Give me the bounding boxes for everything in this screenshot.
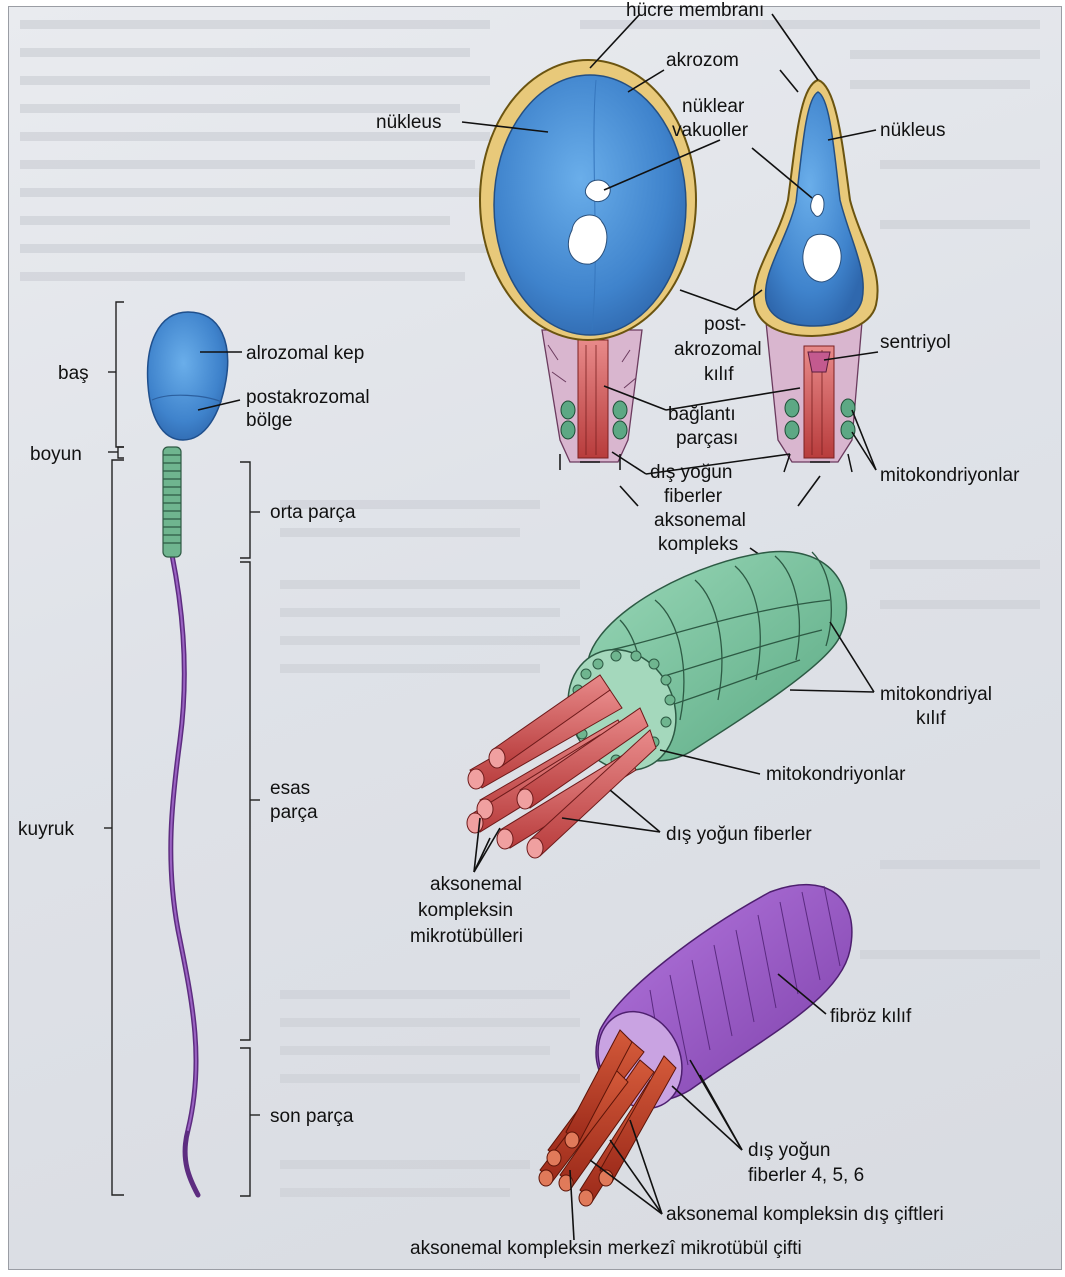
vacuoles-label-1: nüklear bbox=[682, 96, 745, 117]
front-vacuole-small bbox=[585, 180, 610, 202]
side-vacuole-large bbox=[803, 234, 841, 282]
central-pair-label: aksonemal kompleksin merkezî mikrotübül … bbox=[410, 1238, 802, 1259]
front-nucleus bbox=[494, 75, 686, 335]
postacro-sheath-label-1: post- bbox=[704, 314, 746, 335]
tail-label: kuyruk bbox=[18, 819, 74, 840]
neck-label: boyun bbox=[30, 444, 82, 465]
head-mitochondria-label: mitokondriyonlar bbox=[880, 465, 1020, 486]
head-label: baş bbox=[58, 363, 89, 384]
left-brackets bbox=[104, 302, 124, 1195]
centriole-label: sentriyol bbox=[880, 332, 951, 353]
postacrosomal-label-1: postakrozomal bbox=[246, 387, 370, 408]
connecting-piece-label-2: parçası bbox=[676, 428, 738, 449]
fibrous-sheath-label: fibröz kılıf bbox=[830, 1006, 912, 1027]
midpiece-outer-dense-label: dış yoğun fiberler bbox=[666, 824, 812, 845]
end-piece-label: son parça bbox=[270, 1106, 354, 1127]
connecting-piece-label-1: bağlantı bbox=[668, 404, 736, 425]
postacro-sheath-label-2: akrozomal bbox=[674, 339, 762, 360]
acrosome-label: akrozom bbox=[666, 50, 739, 71]
head-axonemal-label-2: kompleks bbox=[658, 534, 738, 555]
right-brackets bbox=[240, 462, 260, 1196]
principal-outer-dense-label-2: fiberler 4, 5, 6 bbox=[748, 1165, 864, 1186]
mito-sheath-label-2: kılıf bbox=[916, 708, 946, 729]
nucleus-left-label: nükleus bbox=[376, 112, 442, 133]
acrosomal-cap-label: alrozomal kep bbox=[246, 343, 364, 364]
midpiece-mitochondria-label: mitokondriyonlar bbox=[766, 764, 906, 785]
vacuoles-label-2: vakuoller bbox=[672, 120, 749, 141]
postacrosomal-label-2: bölge bbox=[246, 410, 293, 431]
principal-outer-dense-label-1: dış yoğun bbox=[748, 1140, 830, 1161]
principal-piece-label-1: esas bbox=[270, 778, 310, 799]
head-outer-dense-label-1: dış yoğun bbox=[650, 462, 732, 483]
outer-doublets-label: aksonemal kompleksin dış çiftleri bbox=[666, 1204, 944, 1225]
middle-piece-section bbox=[467, 552, 847, 858]
microtubules-label-2: kompleksin bbox=[418, 900, 513, 921]
centriole bbox=[808, 352, 830, 372]
principal-piece-label-2: parça bbox=[270, 802, 318, 823]
side-vacuole-small bbox=[811, 194, 824, 216]
postacro-sheath-label-3: kılıf bbox=[704, 364, 734, 385]
cell-membrane-label: hücre membranı bbox=[626, 0, 764, 21]
head-side-view bbox=[754, 80, 878, 472]
nucleus-right-label: nükleus bbox=[880, 120, 946, 141]
microtubules-label-1: aksonemal bbox=[430, 874, 522, 895]
head-axonemal-label-1: aksonemal bbox=[654, 510, 746, 531]
whole-sperm bbox=[148, 312, 228, 1195]
mito-sheath-label-1: mitokondriyal bbox=[880, 684, 992, 705]
microtubules-label-3: mikrotübülleri bbox=[410, 926, 523, 947]
middle-piece-label: orta parça bbox=[270, 502, 356, 523]
head-outer-dense-label-2: fiberler bbox=[664, 486, 723, 507]
sperm-head bbox=[148, 312, 228, 440]
